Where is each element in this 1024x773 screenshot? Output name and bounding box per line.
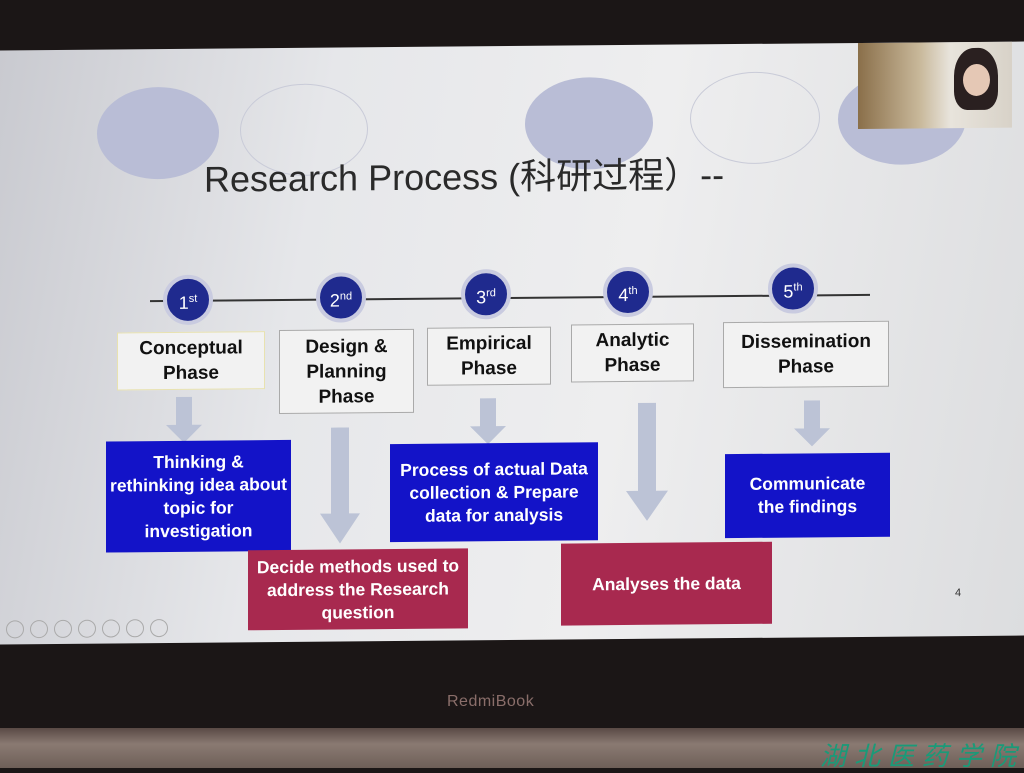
step-suffix: th bbox=[628, 284, 638, 297]
step-suffix: th bbox=[793, 281, 803, 294]
down-arrow-icon bbox=[320, 427, 360, 544]
step-1-badge: 1st bbox=[163, 274, 213, 326]
more-icon[interactable] bbox=[150, 619, 168, 638]
phase-analytic: Analytic Phase bbox=[571, 323, 694, 383]
step-num: 3 bbox=[476, 287, 487, 308]
slide-number: 4 bbox=[955, 587, 962, 600]
presentation-toolbar bbox=[6, 619, 168, 639]
step-4-badge: 4th bbox=[603, 266, 653, 318]
action-box-5: Communicate the findings bbox=[725, 452, 890, 539]
down-arrow-icon bbox=[166, 396, 202, 443]
subtitle-icon[interactable] bbox=[126, 619, 144, 638]
previous-icon[interactable] bbox=[6, 620, 24, 639]
action-box-4: Analyses the data bbox=[561, 541, 772, 626]
step-num: 2 bbox=[329, 290, 340, 311]
step-5-badge: 5th bbox=[768, 263, 818, 314]
action-box-2: Decide methods used to address the Resea… bbox=[248, 548, 468, 631]
zoom-icon[interactable] bbox=[102, 619, 120, 638]
action-box-1: Thinking & rethinking idea about topic f… bbox=[106, 439, 291, 553]
step-3-badge: 3rd bbox=[461, 269, 511, 320]
step-2-badge: 2nd bbox=[316, 272, 366, 323]
slide-screen: Research Process (科研过程）-- 1st 2nd 3rd 4t… bbox=[0, 41, 1024, 645]
down-arrow-icon bbox=[626, 402, 668, 521]
phase-conceptual: Conceptual Phase bbox=[117, 331, 265, 391]
next-icon[interactable] bbox=[30, 620, 48, 639]
slides-icon[interactable] bbox=[78, 619, 96, 638]
pen-icon[interactable] bbox=[54, 619, 72, 638]
step-num: 4 bbox=[618, 284, 629, 306]
laptop-base bbox=[0, 728, 1024, 768]
presenter-avatar bbox=[954, 47, 998, 111]
laptop-brand: RedmiBook bbox=[447, 693, 535, 710]
decor-oval bbox=[97, 86, 219, 180]
step-suffix: rd bbox=[486, 287, 496, 300]
step-num: 1 bbox=[178, 292, 189, 313]
step-suffix: st bbox=[188, 292, 198, 305]
phase-empirical: Empirical Phase bbox=[427, 326, 551, 386]
step-num: 5 bbox=[783, 281, 794, 302]
down-arrow-icon bbox=[794, 400, 830, 447]
webcam-video bbox=[858, 41, 1012, 129]
phase-design-planning: Design & Planning Phase bbox=[279, 328, 414, 415]
slide-title: Research Process (科研过程）-- bbox=[204, 154, 725, 200]
watermark: 湖北医药学院 bbox=[820, 742, 1024, 772]
step-suffix: nd bbox=[339, 290, 353, 303]
down-arrow-icon bbox=[470, 398, 506, 445]
phase-dissemination: Dissemination Phase bbox=[723, 320, 889, 389]
action-box-3: Process of actual Data collection & Prep… bbox=[390, 442, 598, 543]
